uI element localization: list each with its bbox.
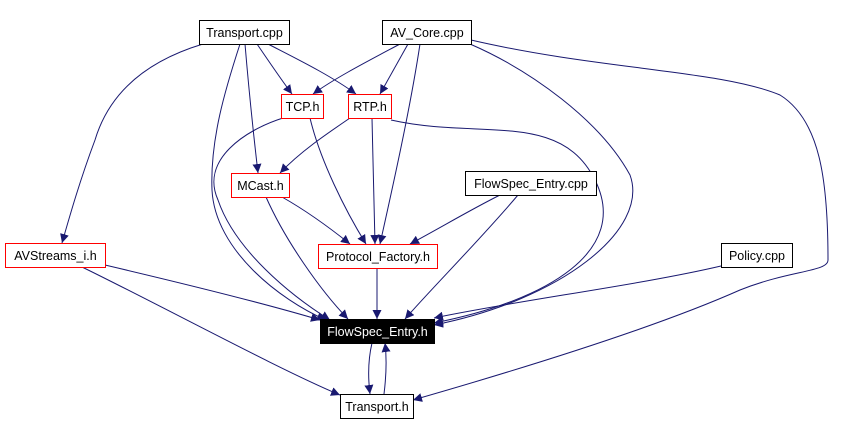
node-label: TCP.h (286, 100, 320, 114)
node-box[interactable] (318, 244, 438, 269)
edge-transport-cpp-to-avstreams-i-h (60, 43, 204, 244)
edge-tcp-h-to-flowspec-entry-h (213, 117, 331, 321)
edge-av-core-cpp-to-flowspec-entry-h (433, 43, 634, 328)
node-transport-cpp[interactable]: Transport.cpp (199, 20, 290, 45)
edge-flowspec-entry-cpp-to-protocol-factory-h (409, 194, 501, 245)
edge-flowspec-entry-cpp-to-flowspec-entry-h (404, 194, 519, 320)
node-transport-h[interactable]: Transport.h (340, 394, 414, 419)
node-box[interactable] (721, 243, 793, 268)
node-tcp-h[interactable]: TCP.h (281, 94, 324, 119)
node-label: AV_Core.cpp (390, 26, 463, 40)
edge-rtp-h-to-mcast-h (279, 117, 351, 174)
node-box[interactable] (199, 20, 290, 45)
node-av-core-cpp[interactable]: AV_Core.cpp (382, 20, 472, 45)
node-policy-cpp[interactable]: Policy.cpp (721, 243, 793, 268)
node-box[interactable] (348, 94, 392, 119)
edge-rtp-h-to-protocol-factory-h (370, 117, 380, 245)
edge-policy-cpp-to-flowspec-entry-h (433, 265, 722, 321)
node-label: FlowSpec_Entry.cpp (474, 177, 588, 191)
node-protocol-factory-h[interactable]: Protocol_Factory.h (318, 244, 438, 269)
edge-av-core-cpp-to-tcp-h (312, 43, 401, 95)
node-avstreams-i-h[interactable]: AVStreams_i.h (5, 243, 106, 268)
node-label: FlowSpec_Entry.h (327, 325, 428, 339)
node-label: Policy.cpp (729, 249, 785, 263)
edge-transport-cpp-to-tcp-h (256, 43, 293, 95)
edge-transport-h-to-flowspec-entry-h (381, 342, 391, 395)
node-label: Transport.cpp (206, 26, 283, 40)
edge-rtp-h-to-flowspec-entry-h (390, 119, 604, 326)
node-label: AVStreams_i.h (14, 249, 96, 263)
edge-tcp-h-to-protocol-factory-h (309, 117, 367, 245)
edge-mcast-h-to-flowspec-entry-h (265, 196, 349, 320)
edge-avstreams-i-h-to-transport-h (81, 266, 341, 396)
node-box[interactable] (231, 173, 290, 198)
edge-av-core-cpp-to-rtp-h (379, 43, 409, 95)
node-flowspec-entry-cpp[interactable]: FlowSpec_Entry.cpp (465, 171, 597, 196)
node-label: MCast.h (237, 179, 284, 193)
node-mcast-h[interactable]: MCast.h (231, 173, 290, 198)
node-label: Transport.h (345, 400, 409, 414)
node-box[interactable] (340, 394, 414, 419)
edge-transport-cpp-to-rtp-h (267, 43, 357, 95)
edge-avstreams-i-h-to-flowspec-entry-h (104, 264, 321, 322)
edge-mcast-h-to-protocol-factory-h (281, 196, 351, 245)
node-box[interactable] (320, 319, 435, 344)
edge-transport-cpp-to-mcast-h (244, 43, 262, 174)
node-label: RTP.h (353, 100, 387, 114)
edge-flowspec-entry-h-to-transport-h (364, 342, 374, 395)
edges-layer (60, 39, 829, 402)
node-rtp-h[interactable]: RTP.h (348, 94, 392, 119)
edge-av-core-cpp-to-protocol-factory-h (377, 43, 421, 245)
node-box[interactable] (465, 171, 597, 196)
node-flowspec-entry-h[interactable]: FlowSpec_Entry.h (320, 319, 435, 344)
edge-av-core-cpp-to-transport-h (412, 39, 829, 402)
node-box[interactable] (5, 243, 106, 268)
node-box[interactable] (382, 20, 472, 45)
node-box[interactable] (281, 94, 324, 119)
node-label: Protocol_Factory.h (326, 250, 430, 264)
edge-transport-cpp-to-flowspec-entry-h (211, 43, 327, 321)
